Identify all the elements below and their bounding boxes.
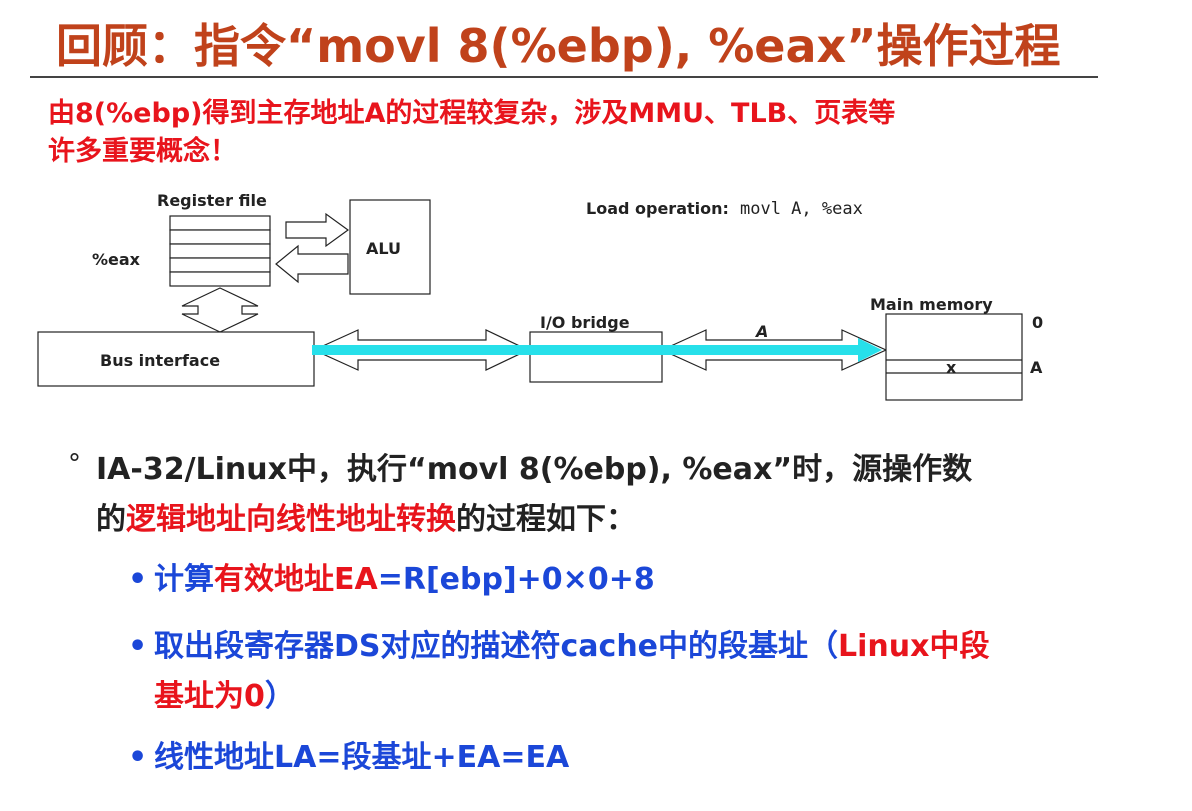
sub-bullet-text: 线性地址LA=段基址+EA=EA — [154, 740, 570, 775]
sub-bullet-segment-base: • 取出段寄存器DS对应的描述符cache中的段基址（Linux中段基址为0） — [128, 622, 1098, 722]
register-file-label: Register file — [157, 191, 267, 210]
sub-bullet-linear-address: • 线性地址LA=段基址+EA=EA — [128, 733, 1098, 783]
memory-read-diagram: Register file %eax ALU Bus interface I/O… — [37, 191, 1043, 401]
intro-line-2: 许多重要概念！ — [48, 136, 237, 167]
sub-bullet-ea: • 计算有效地址EA=R[ebp]+0×0+8 — [128, 555, 1098, 605]
linux-segment-highlight: Linux中段 — [838, 629, 990, 664]
register-file — [169, 215, 271, 287]
reg-bus-arrow — [181, 287, 259, 333]
effective-address-highlight: 有效地址EA — [214, 562, 378, 597]
load-operation-caption: Load operation: movl A, %eax — [586, 199, 863, 219]
intro-line-1: 由8(%ebp)得到主存地址A的过程较复杂，涉及MMU、TLB、页表等 — [48, 98, 896, 129]
bus-interface-box — [37, 331, 315, 387]
main-bullet: ° IA-32/Linux中，执行“movl 8(%ebp), %eax”时，源… — [68, 445, 1108, 545]
memory-cell-x: x — [946, 358, 957, 377]
alu-to-reg-arrow — [275, 244, 349, 284]
address-a-label: A — [754, 322, 768, 341]
io-bridge-box — [529, 331, 663, 383]
io-bridge-label: I/O bridge — [540, 313, 630, 332]
alu-box — [349, 199, 431, 295]
eax-register-label: %eax — [92, 250, 141, 269]
sub-bullet-text: 取出段寄存器DS对应的描述符cache中的段基址（ — [154, 629, 839, 664]
sub-bullet-dot: • — [128, 629, 148, 664]
alu-label: ALU — [366, 239, 401, 258]
main-memory-label: Main memory — [870, 295, 993, 314]
load-operation-label: Load operation: — [586, 199, 729, 218]
memory-address-a: A — [1030, 358, 1043, 377]
main-bullet-line-1: IA-32/Linux中，执行“movl 8(%ebp), %eax”时，源操作… — [96, 452, 973, 487]
main-bullet-line-2: 的逻辑地址向线性地址转换的过程如下： — [96, 495, 1108, 545]
logical-to-linear-highlight: 逻辑地址向线性地址转换 — [126, 502, 456, 537]
intro-text: 由8(%ebp)得到主存地址A的过程较复杂，涉及MMU、TLB、页表等 许多重要… — [48, 95, 1048, 171]
page-title: 回顾：指令“movl 8(%ebp), %eax”操作过程 — [56, 19, 1061, 73]
segment-base-zero-highlight: 基址为0 — [154, 679, 265, 714]
sub-bullet-text: ） — [264, 679, 295, 714]
main-bullet-text: 的过程如下： — [456, 502, 636, 537]
sub-bullet-text: =R[ebp]+0×0+8 — [377, 562, 655, 597]
memory-address-0: 0 — [1032, 313, 1043, 332]
title-divider — [30, 76, 1098, 78]
address-path-arrow — [312, 338, 882, 362]
sub-bullet-dot: • — [128, 562, 148, 597]
main-bullet-text: 的 — [96, 502, 126, 537]
bullet-mark: ° — [68, 449, 81, 479]
sub-bullet-text: 计算 — [154, 562, 214, 597]
load-operation-code: movl A, %eax — [740, 199, 863, 219]
main-memory-box — [885, 313, 1023, 401]
reg-to-alu-arrow — [285, 212, 350, 248]
bus-interface-label: Bus interface — [100, 351, 220, 370]
sub-bullet-dot: • — [128, 740, 148, 775]
